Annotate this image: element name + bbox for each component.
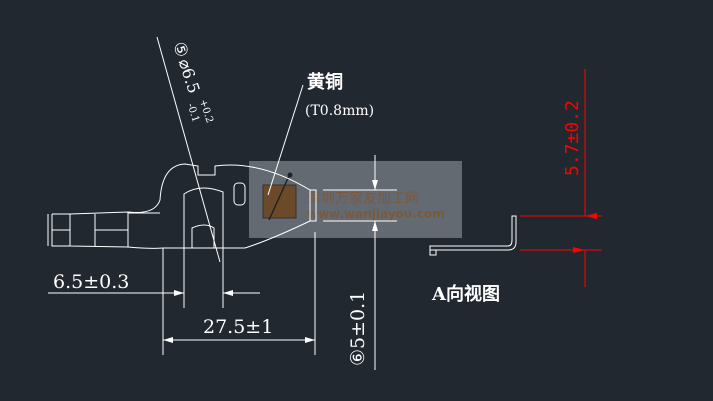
svg-text:⌀6.5: ⌀6.5 [175,56,204,95]
thickness-label: (T0.8mm) [305,103,374,119]
watermark: 深圳万家友加工网 www.wanjiayou.com [249,161,462,238]
a-view-profile [429,215,517,256]
material-label: 黄铜 [307,71,343,93]
view-label: A向视图 [431,283,500,305]
dim-left-text: 6.5±0.3 [53,271,129,293]
material-leader [267,84,304,196]
diameter-leader [156,36,221,263]
dim-width [323,155,397,370]
watermark-logo-icon [262,184,297,219]
dim-width-text: ⑥5±0.1 [347,291,369,366]
watermark-name: 深圳万家友加工网 [307,190,419,207]
diameter-callout: ⑤ ⌀6.5 +0.2 -0.1 [168,39,215,124]
dim-length-text: 27.5±1 [203,316,273,338]
dim-left [48,243,260,308]
part-outline [47,163,317,249]
watermark-url: www.wanjiayou.com [307,207,445,221]
svg-text:⑤: ⑤ [168,39,192,60]
dim-length [162,232,316,355]
dim-height-red-text: 5.7±0.2 [562,100,583,176]
dim-height-red [520,69,602,287]
